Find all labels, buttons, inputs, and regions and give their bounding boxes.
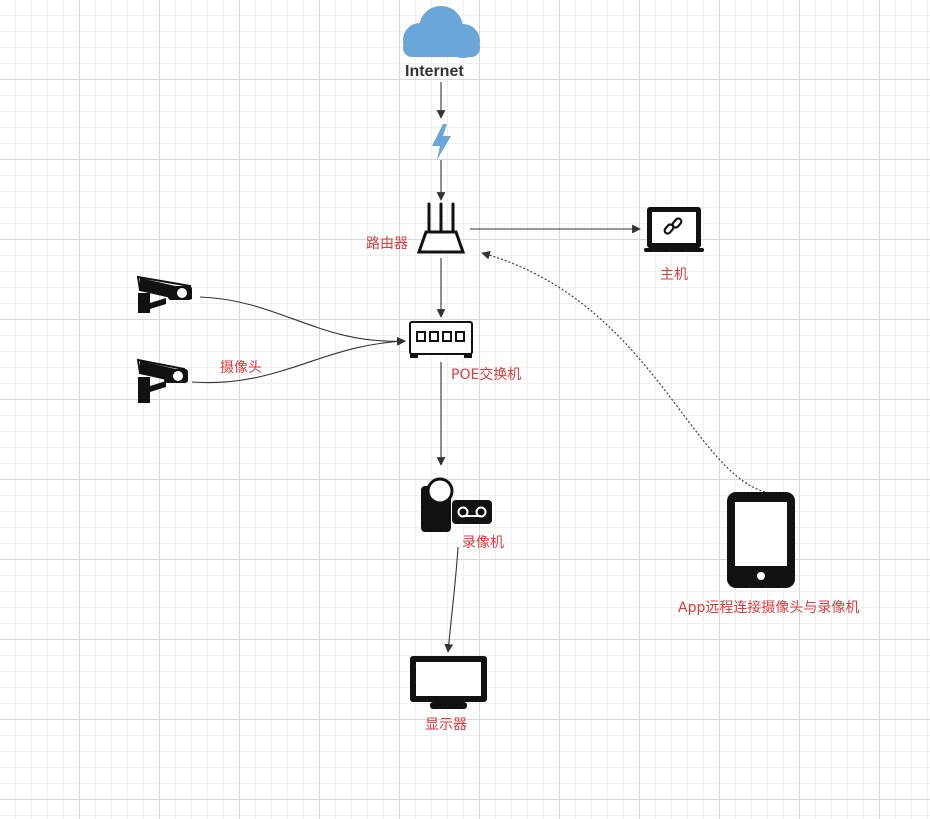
- switch-icon: [409, 321, 473, 358]
- label-camera: 摄像头: [220, 360, 262, 376]
- label-internet: Internet: [405, 63, 464, 80]
- label-recorder: 录像机: [462, 535, 504, 551]
- label-switch: POE交换机: [451, 367, 522, 383]
- label-display: 显示器: [425, 717, 467, 733]
- edge-recorder-display: [444, 546, 459, 653]
- edge-camera2-switch: [191, 336, 406, 384]
- display-icon: [410, 656, 487, 709]
- tablet-icon: [727, 492, 795, 588]
- router-icon: [416, 202, 466, 254]
- camera-icon: [136, 358, 188, 403]
- label-host: 主机: [660, 267, 688, 283]
- cloud-icon: [403, 6, 480, 58]
- edge-camera1-switch: [199, 296, 406, 346]
- edge-app-router: [481, 250, 766, 493]
- camera-icon: [136, 275, 193, 313]
- connectors: [191, 82, 766, 653]
- lightning-icon: [432, 124, 451, 160]
- label-router: 路由器: [366, 236, 408, 252]
- monitor-link-icon: [644, 207, 704, 252]
- label-app: App远程连接摄像头与录像机: [678, 600, 860, 616]
- recorder-icon: [421, 477, 492, 532]
